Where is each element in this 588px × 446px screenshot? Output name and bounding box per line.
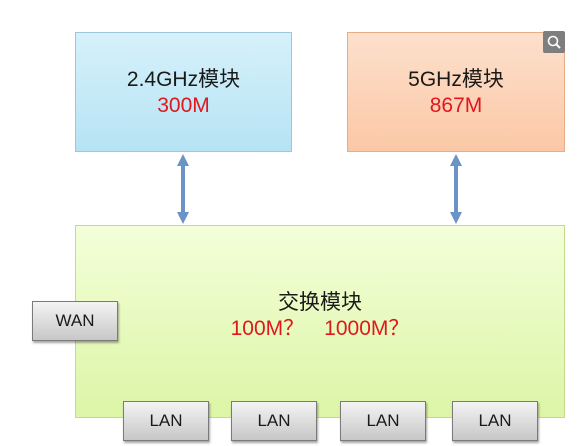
module-5ghz-speed: 867M <box>429 94 483 117</box>
magnifier-icon <box>547 35 561 49</box>
switch-module: 交换模块 100M？ 1000M？ <box>75 225 565 418</box>
module-2-4ghz: 2.4GHz模块 300M <box>75 32 292 152</box>
module-2-4ghz-speed: 300M <box>157 94 210 117</box>
module-5ghz: 5GHz模块 867M <box>347 32 565 152</box>
switch-module-title: 交换模块 <box>278 291 362 314</box>
switch-speed-1000m: 1000M？ <box>324 317 410 340</box>
lan-port-3[interactable]: LAN <box>340 401 426 441</box>
lan-port-4[interactable]: LAN <box>452 401 538 441</box>
lan-port-2[interactable]: LAN <box>231 401 317 441</box>
zoom-button[interactable] <box>543 31 565 53</box>
switch-speed-100m: 100M？ <box>230 317 305 340</box>
wan-port[interactable]: WAN <box>32 301 118 341</box>
module-5ghz-title: 5GHz模块 <box>408 68 504 91</box>
lan-port-1[interactable]: LAN <box>123 401 209 441</box>
module-2-4ghz-title: 2.4GHz模块 <box>126 68 241 91</box>
switch-module-speeds: 100M？ 1000M？ <box>76 316 564 342</box>
